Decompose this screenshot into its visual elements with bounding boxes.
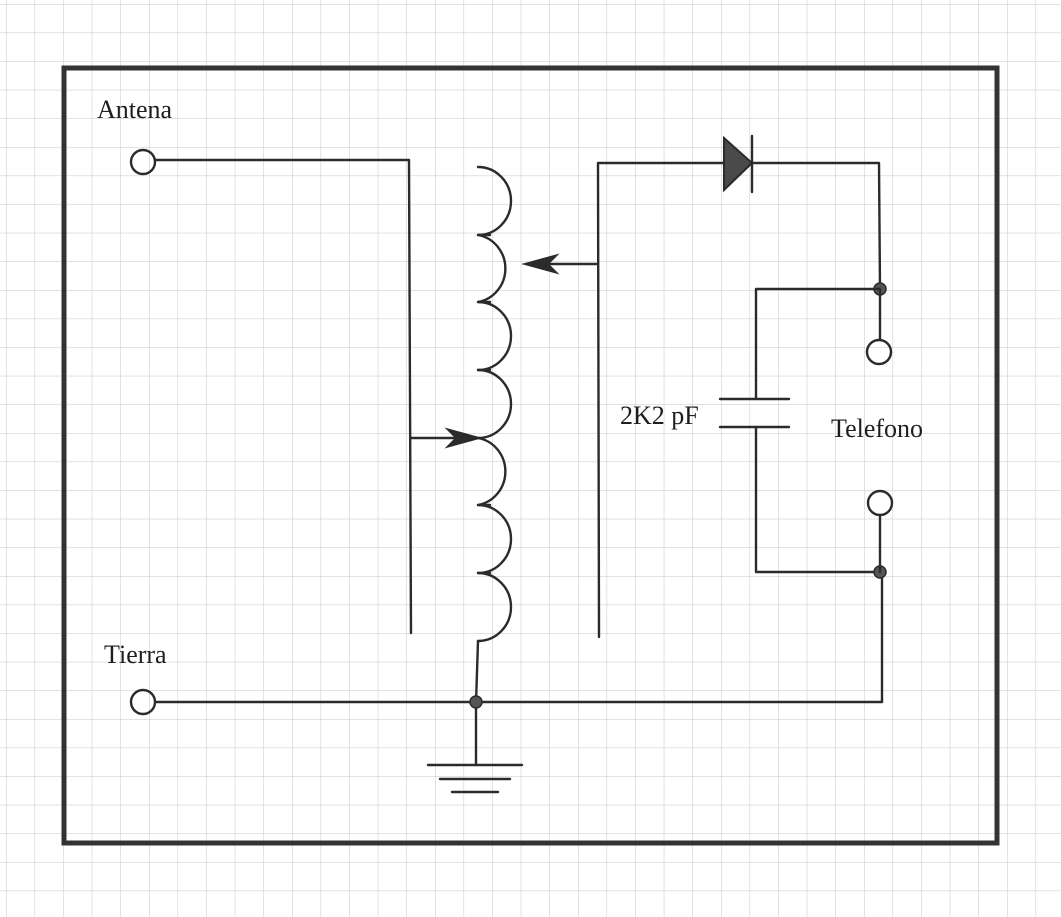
capacitor-top-wire bbox=[754, 287, 882, 401]
antenna-wire bbox=[153, 158, 413, 635]
ground-junction-dot bbox=[469, 695, 483, 709]
secondary-tap-arrow-icon bbox=[521, 253, 560, 275]
outer-frame bbox=[61, 65, 1000, 846]
antenna-tap-arrow-icon bbox=[444, 427, 483, 449]
diode-output-wire bbox=[750, 161, 882, 291]
headphone-terminal-top bbox=[865, 338, 893, 366]
ground-rail bbox=[153, 570, 884, 704]
antenna-label: Antena bbox=[97, 95, 173, 124]
antenna-terminal bbox=[129, 148, 157, 176]
coil-ground-lead bbox=[474, 639, 480, 705]
coil-turn-ticks bbox=[476, 233, 492, 575]
headphones-label: Telefono bbox=[831, 414, 923, 443]
diode-icon bbox=[723, 135, 754, 193]
ground-label: Tierra bbox=[104, 640, 167, 669]
ground-symbol-icon bbox=[426, 763, 524, 794]
capacitor-label: 2K2 pF bbox=[620, 401, 699, 430]
capacitor-bottom-wire bbox=[754, 425, 882, 574]
coil-inductor bbox=[476, 165, 513, 643]
secondary-wire bbox=[596, 161, 726, 639]
